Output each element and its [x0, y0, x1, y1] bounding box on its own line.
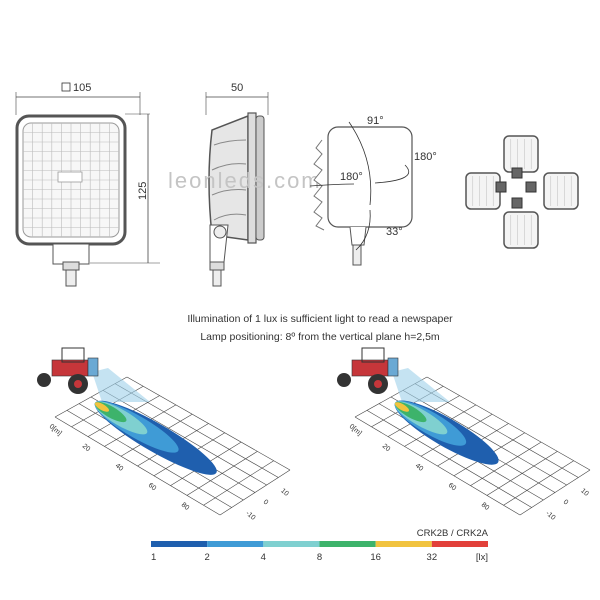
height-label: 125	[137, 182, 149, 200]
rotate-left-label: 180°	[340, 171, 363, 183]
tilt-up-arrow-icon	[348, 121, 372, 206]
legend-swatch-32	[431, 541, 488, 547]
caption-positioning: Lamp positioning: 8º from the vertical p…	[200, 331, 440, 343]
lateral-tick-label: 10	[279, 487, 290, 497]
legend-value: 32	[427, 552, 438, 563]
lux-legend: CRK2B / CRK2A [lx] 1 2 4 8 16 32	[151, 528, 489, 563]
rotation-view-lamp: 91° 180° 180° 33°	[309, 115, 437, 266]
distance-tick-label: 60	[447, 482, 458, 492]
tilt-down-arrow-icon	[355, 209, 371, 251]
small-lamp	[465, 172, 501, 210]
distance-tick-label: 40	[414, 462, 425, 472]
distance-tick-label: 20	[381, 443, 392, 453]
small-lamp	[503, 135, 539, 173]
lateral-tick-label: -10	[544, 510, 556, 522]
small-lamp	[543, 172, 579, 210]
lateral-tick-label: 10	[579, 487, 590, 497]
side-view-lamp: 50	[205, 82, 269, 287]
bracket	[511, 197, 523, 209]
small-lamp	[503, 211, 539, 249]
tilt-up-label: 91°	[367, 115, 384, 127]
square-symbol-icon	[61, 82, 71, 92]
tractor-illustration	[337, 347, 399, 394]
rotate-arrow-icon	[374, 164, 410, 184]
lateral-tick-label: 0	[262, 499, 270, 507]
grid-line	[126, 376, 291, 471]
isolux-zone-16lx	[94, 402, 110, 412]
grid-line	[426, 376, 591, 471]
bracket	[495, 181, 507, 193]
grid-line	[354, 416, 521, 516]
legend-swatch-4	[263, 541, 320, 547]
width-label: 105	[73, 82, 91, 94]
depth-label: 50	[231, 82, 243, 94]
light-cone	[392, 368, 450, 402]
grid-line	[366, 410, 532, 508]
mounting-orientations	[465, 135, 579, 249]
legend-value: 4	[261, 552, 266, 563]
distance-tick-label: 80	[480, 502, 491, 512]
legend-swatch-8	[319, 541, 376, 547]
legend-value: 1	[151, 552, 156, 563]
tractor-illustration	[37, 347, 99, 394]
lateral-tick-label: -10	[244, 510, 256, 522]
bracket	[511, 167, 523, 179]
grid-line	[66, 410, 232, 508]
light-cone	[92, 368, 150, 402]
grid-line	[54, 416, 221, 516]
legend-title: CRK2B / CRK2A	[417, 528, 489, 539]
legend-value: 8	[317, 552, 322, 563]
distance-tick-label: 60	[147, 482, 158, 492]
legend-swatch-2	[207, 541, 264, 547]
watermark: leonleds.com	[168, 168, 322, 193]
distance-tick-label: 80	[180, 502, 191, 512]
legend-value: 16	[370, 552, 381, 563]
distance-tick-label: 0[m]	[48, 423, 63, 437]
lateral-tick-label: 0	[562, 499, 570, 507]
grid-line	[402, 390, 567, 486]
legend-swatch-16	[375, 541, 432, 547]
legend-swatch-1	[151, 541, 208, 547]
legend-value: 2	[205, 552, 210, 563]
tilt-down-label: 33°	[386, 226, 403, 238]
bracket	[525, 181, 537, 193]
distance-tick-label: 20	[81, 443, 92, 453]
rotate-right-label: 180°	[414, 151, 437, 163]
caption-illumination: Illumination of 1 lux is sufficient ligh…	[187, 313, 453, 325]
isolux-zone-16lx	[394, 402, 410, 412]
distance-tick-label: 40	[114, 462, 125, 472]
grid-line	[102, 390, 267, 486]
legend-unit: [lx]	[476, 552, 488, 563]
distance-tick-label: 0[m]	[348, 423, 363, 437]
front-view-lamp: 105 125	[15, 82, 160, 287]
